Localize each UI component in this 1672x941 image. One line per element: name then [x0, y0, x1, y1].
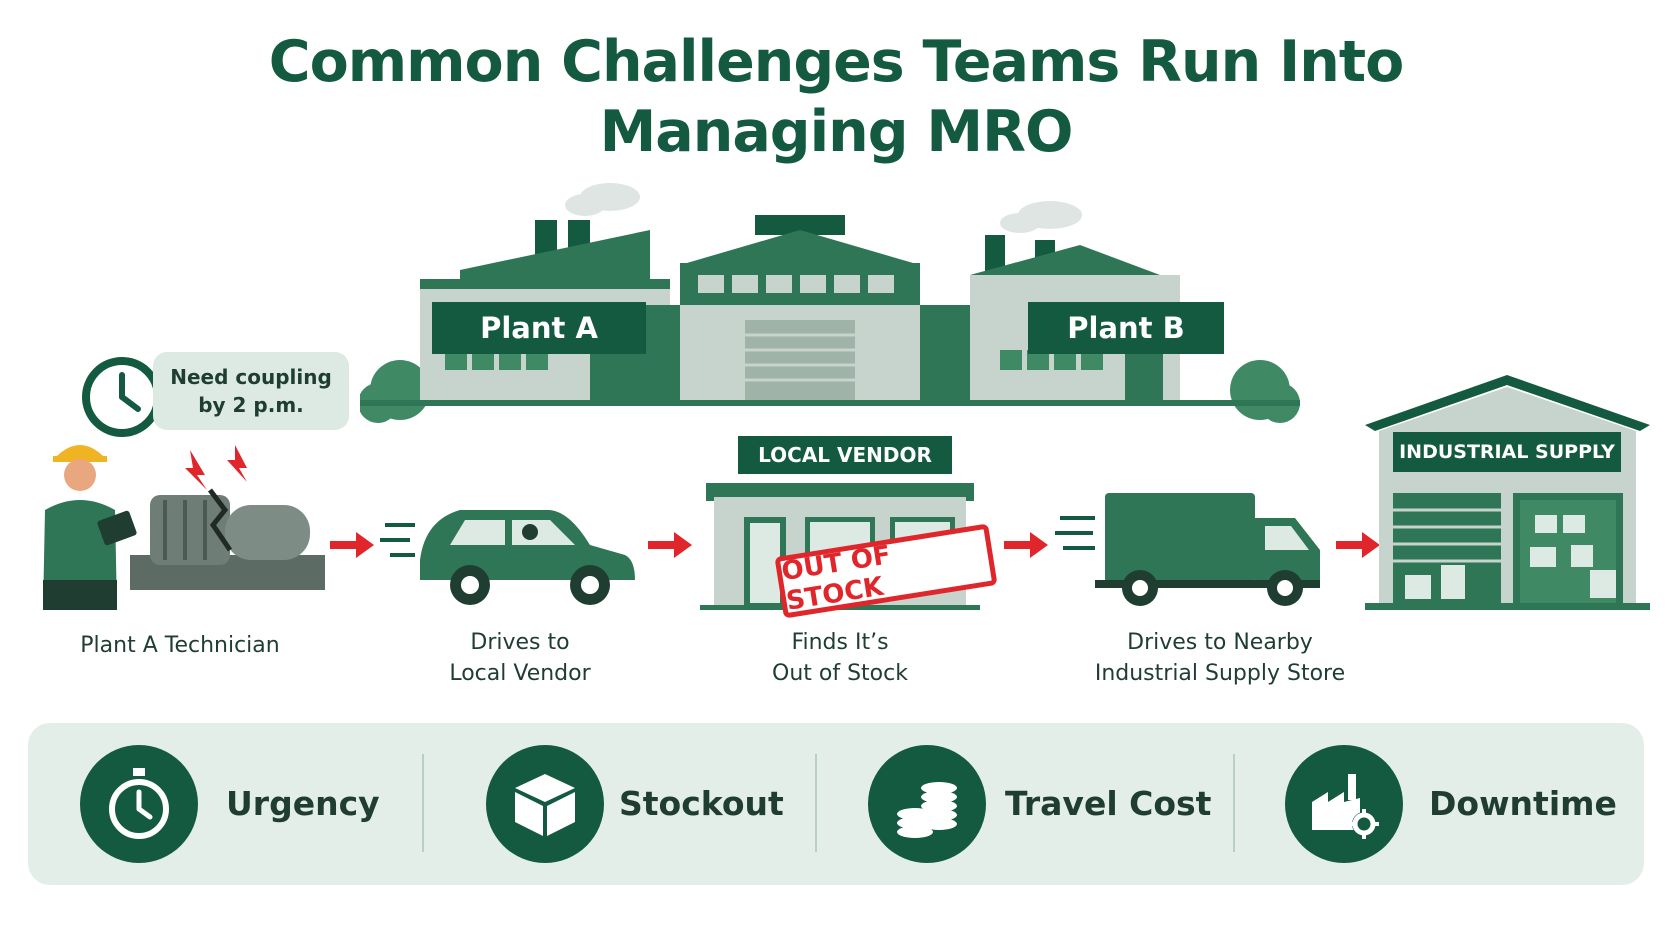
downtime-badge — [1285, 745, 1403, 863]
divider — [422, 754, 424, 852]
coins-icon — [897, 782, 957, 838]
stopwatch-icon — [109, 768, 169, 839]
plant-b-sign: Plant B — [1028, 302, 1224, 354]
box-icon — [515, 774, 575, 836]
plant-a-sign: Plant A — [432, 302, 646, 354]
arrow-right-icon — [648, 532, 692, 558]
local-vendor-sign: LOCAL VENDOR — [738, 436, 952, 474]
speech-bubble: Need coupling by 2 p.m. — [153, 352, 349, 430]
step-label-drive-vendor: Drives to Local Vendor — [400, 627, 640, 689]
challenge-label-urgency: Urgency — [226, 784, 380, 823]
step-label-line: Out of Stock — [772, 661, 908, 686]
bubble-line-2: by 2 p.m. — [198, 393, 304, 417]
page-title-line-2: Managing MRO — [599, 99, 1074, 165]
divider — [1233, 754, 1235, 852]
industrial-supply-sign: INDUSTRIAL SUPPLY — [1393, 432, 1621, 472]
step-label-technician: Plant A Technician — [30, 630, 330, 661]
step-label-line: Finds It’s — [791, 630, 889, 655]
smoke-icon — [565, 183, 1082, 233]
challenge-label-stockout: Stockout — [619, 784, 784, 823]
bubble-line-1: Need coupling — [170, 365, 332, 389]
technician-broken-motor-illustration — [43, 445, 325, 610]
technician-icon — [43, 445, 137, 610]
step-label-line: Drives to — [470, 630, 570, 655]
urgency-badge — [80, 745, 198, 863]
arrow-right-icon — [1336, 532, 1380, 558]
industrial-supply-warehouse-icon — [1365, 375, 1650, 610]
divider — [815, 754, 817, 852]
factory-gear-icon — [1312, 774, 1379, 839]
step-label-out-of-stock: Finds It’s Out of Stock — [730, 627, 950, 689]
step-label-drive-supply: Drives to Nearby Industrial Supply Store — [1060, 627, 1380, 689]
travel-cost-badge — [868, 745, 986, 863]
clock-icon — [82, 357, 162, 437]
factory-complex-illustration — [360, 183, 1300, 423]
step-label-line: Drives to Nearby — [1127, 630, 1313, 655]
challenge-label-travel-cost: Travel Cost — [1005, 784, 1212, 823]
arrow-right-icon — [1004, 532, 1048, 558]
broken-motor-icon — [130, 445, 325, 590]
challenge-label-downtime: Downtime — [1429, 784, 1617, 823]
truck-icon — [1055, 493, 1320, 606]
step-label-line: Industrial Supply Store — [1094, 661, 1346, 686]
stockout-badge — [486, 745, 604, 863]
step-label-line: Plant A Technician — [80, 633, 280, 658]
page-title-line-1: Common Challenges Teams Run Into — [268, 29, 1404, 95]
car-icon — [380, 510, 635, 605]
step-label-line: Local Vendor — [449, 661, 591, 686]
arrow-right-icon — [330, 532, 374, 558]
